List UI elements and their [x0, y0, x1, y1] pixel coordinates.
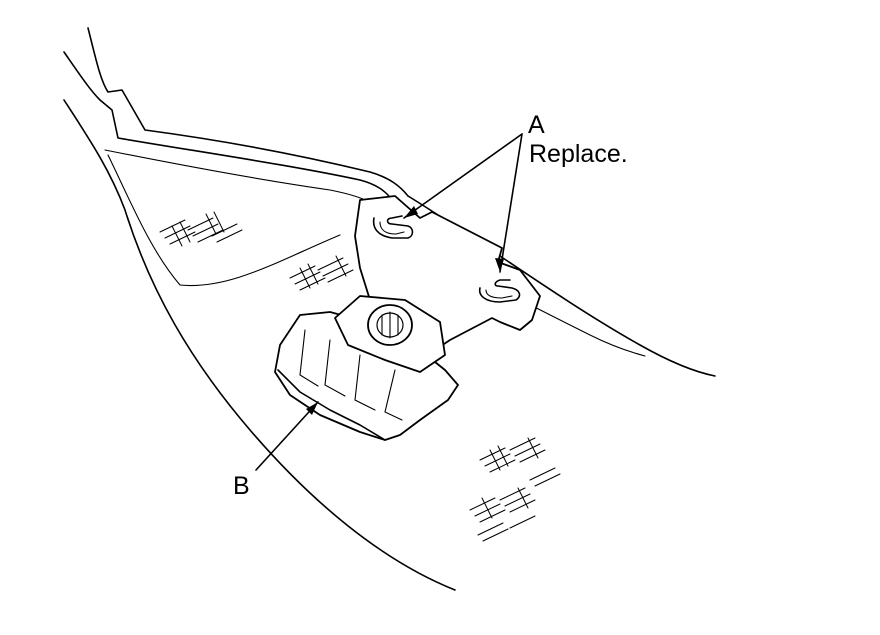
- clip-rib-1: [299, 329, 319, 387]
- clip-rib-2: [324, 339, 346, 397]
- molding-strip-top: [87, 27, 409, 197]
- slot-right: [478, 279, 521, 303]
- clip-rib-3: [354, 354, 376, 411]
- leader-a-right-arrowhead: [495, 258, 504, 272]
- fabric-texture-lower: [469, 437, 561, 542]
- fastener-slot: [381, 311, 399, 339]
- fabric-texture-upper: [159, 211, 243, 247]
- trim-panel-outer-edge: [63, 99, 456, 591]
- callout-a-label: A: [528, 111, 545, 139]
- fabric-texture-middle: [289, 255, 354, 291]
- leader-b-arrowhead: [306, 402, 318, 415]
- clip-body-front-face: [277, 369, 386, 441]
- clip-rib-4: [384, 369, 403, 421]
- leader-a-left-arrowhead: [404, 206, 418, 218]
- leader-a-right: [499, 133, 523, 273]
- trim-panel-inner-curve: [107, 154, 341, 287]
- callout-b-label: B: [233, 472, 250, 500]
- callout-a-note: Replace.: [529, 140, 628, 168]
- leader-b: [255, 401, 319, 471]
- leader-a-left: [403, 133, 523, 219]
- slot-left: [372, 215, 414, 239]
- slot-left-inner: [379, 221, 405, 235]
- slot-right-inner: [485, 289, 513, 299]
- molding-strip-bottom: [63, 51, 393, 201]
